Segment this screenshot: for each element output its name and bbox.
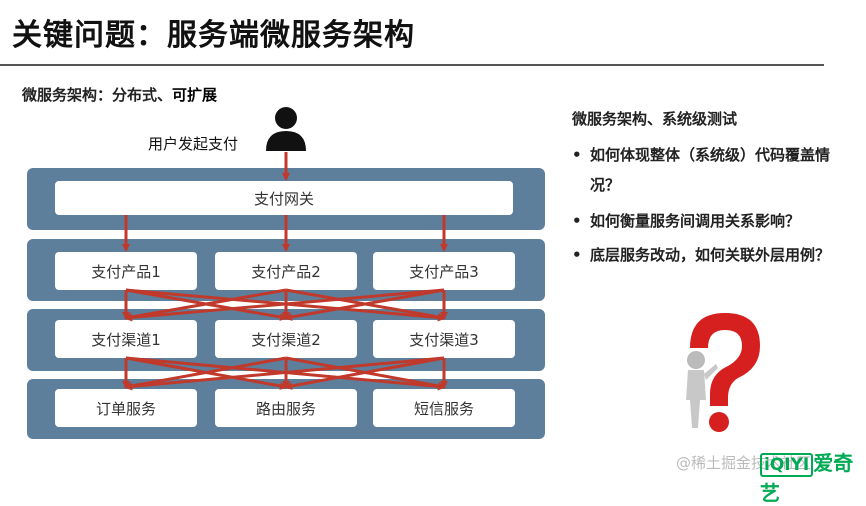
service-box-1: 订单服务: [55, 389, 197, 427]
service-box-3: 短信服务: [373, 389, 515, 427]
channel-box-1: 支付渠道1: [55, 320, 197, 358]
service-box-2: 路由服务: [215, 389, 357, 427]
watermark: @稀土掘金技术社区: [676, 454, 812, 472]
arrow-overlay: [122, 152, 448, 391]
bullet-dot: •: [572, 246, 582, 264]
arrow-c3-s2: [284, 356, 445, 390]
logo-mark: iQIYI: [760, 453, 814, 477]
arrow-p3-c1: [124, 288, 445, 322]
arrow-c2-s1: [124, 356, 287, 390]
product-box-2: 支付产品2: [215, 252, 357, 290]
user-label: 用户发起支付: [148, 135, 239, 153]
subtitle-prefix: 微服务架构：分布式、: [22, 86, 173, 104]
arrow-p2-c1: [124, 288, 287, 321]
bullet-text: 底层服务改动，如何关联外层用例？: [590, 246, 831, 264]
title-divider: [0, 64, 824, 66]
question-figure-icon: [686, 313, 760, 432]
bullet-text: 如何体现整体（系统级）代码覆盖情况？: [590, 146, 831, 194]
diagram-subtitle: 微服务架构：分布式、可扩展: [22, 84, 217, 105]
page-title: 关键问题：服务端微服务架构: [12, 18, 415, 53]
arrow-c3-s1: [124, 356, 445, 391]
bullet-dot: •: [572, 146, 582, 164]
arrow-p3-c2: [284, 288, 445, 321]
product-box-3: 支付产品3: [373, 252, 515, 290]
bullet-dot: •: [572, 212, 582, 230]
channel-box-3: 支付渠道3: [373, 320, 515, 358]
bullet-text: 如何衡量服务间调用关系影响？: [590, 212, 801, 230]
user-icon: [266, 107, 306, 151]
channel-box-2: 支付渠道2: [215, 320, 357, 358]
subtitle-highlight: 可扩展: [172, 86, 218, 104]
product-box-1: 支付产品1: [55, 252, 197, 290]
gateway-box: 支付网关: [55, 181, 513, 215]
side-title: 微服务架构、系统级测试: [572, 110, 738, 128]
